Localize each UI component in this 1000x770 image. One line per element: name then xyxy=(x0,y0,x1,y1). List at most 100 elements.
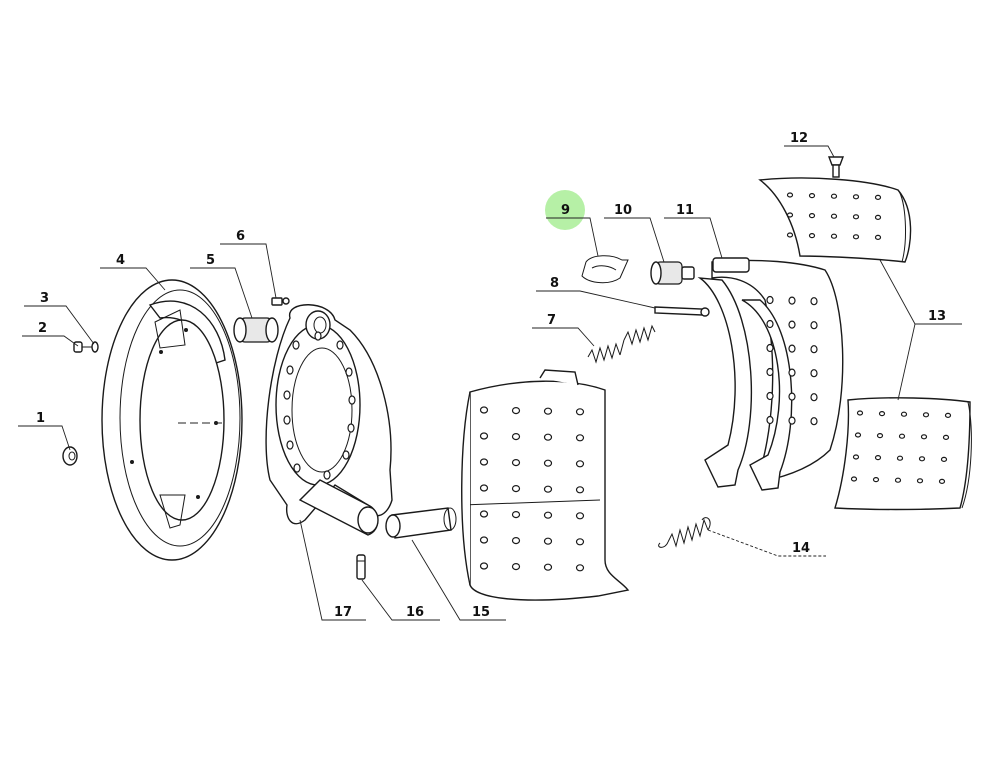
part-16-pin[interactable] xyxy=(356,554,366,580)
callout-10[interactable]: 10 xyxy=(614,203,632,218)
rivet-hole xyxy=(856,410,864,416)
rivet-hole xyxy=(896,455,904,461)
rivet-hole xyxy=(511,433,521,441)
rivet-hole xyxy=(575,408,585,416)
rivet-hole xyxy=(894,477,902,483)
rivet-hole xyxy=(479,458,489,466)
rivet-hole xyxy=(854,432,862,438)
part-12-rivet[interactable] xyxy=(827,156,845,178)
rivet-hole xyxy=(543,485,553,493)
rivet-hole xyxy=(808,233,816,239)
part-9-retainer-clip[interactable] xyxy=(581,255,629,284)
rivet-hole xyxy=(543,563,553,571)
callout-1[interactable]: 1 xyxy=(36,411,45,426)
rivet-hole xyxy=(874,455,882,461)
lining-rivet-holes xyxy=(479,406,585,572)
part-4-dust-shield[interactable] xyxy=(101,279,243,561)
rivet-hole xyxy=(878,411,886,417)
rivet-hole xyxy=(876,433,884,439)
rivet-hole xyxy=(575,460,585,468)
part-13-lining-upper[interactable] xyxy=(758,177,912,263)
rivet-hole xyxy=(543,459,553,467)
part-13-lining-lower[interactable] xyxy=(834,397,972,511)
rivet-hole xyxy=(786,192,794,198)
callout-11[interactable]: 11 xyxy=(676,203,694,218)
rivet-hole xyxy=(916,478,924,484)
rivet-hole xyxy=(810,393,818,402)
rivet-hole xyxy=(479,536,489,544)
callout-15[interactable]: 15 xyxy=(472,605,490,620)
rivet-hole xyxy=(479,406,489,414)
part-10-roller[interactable] xyxy=(650,261,695,285)
callout-4[interactable]: 4 xyxy=(116,253,125,268)
rivet-hole xyxy=(810,345,818,354)
rivet-hole xyxy=(788,416,796,425)
rivet-hole xyxy=(830,233,838,239)
rivet-hole xyxy=(788,368,796,377)
part-6-grease-nipple[interactable] xyxy=(271,297,290,306)
rivet-hole xyxy=(786,232,794,238)
callout-12[interactable]: 12 xyxy=(790,131,808,146)
callout-17[interactable]: 17 xyxy=(334,605,352,620)
rivet-hole xyxy=(852,454,860,460)
callout-7[interactable]: 7 xyxy=(547,313,556,328)
part-2-bolt[interactable] xyxy=(73,341,94,353)
rivet-hole xyxy=(543,537,553,545)
rivet-hole xyxy=(874,214,882,220)
rivet-hole xyxy=(788,392,796,401)
rivet-hole xyxy=(511,510,521,519)
rivet-hole xyxy=(511,407,521,415)
rivet-hole xyxy=(766,343,774,353)
rivet-hole xyxy=(830,213,838,219)
lining-holes-upper xyxy=(786,192,882,240)
rivet-hole xyxy=(543,433,553,441)
rivet-hole xyxy=(810,297,818,306)
part-15-anchor-pin[interactable] xyxy=(385,507,457,539)
part-3-washer[interactable] xyxy=(91,341,99,353)
callout-6[interactable]: 6 xyxy=(236,229,245,244)
part-8-roller-pin[interactable] xyxy=(654,306,710,317)
rivet-hole xyxy=(479,510,489,518)
brake-shoe-front[interactable] xyxy=(461,369,630,601)
rivet-hole xyxy=(850,476,858,482)
rivet-hole xyxy=(874,234,882,240)
rivet-hole xyxy=(852,194,860,200)
leader-lines xyxy=(18,145,962,621)
part-7-return-spring[interactable] xyxy=(587,324,656,364)
rivet-hole xyxy=(575,564,585,572)
part-5-bushing[interactable] xyxy=(233,317,279,343)
part-17-spider-bracket[interactable] xyxy=(265,304,393,536)
shoe-rivet-holes xyxy=(766,295,818,426)
rivet-hole xyxy=(808,193,816,199)
rivet-hole xyxy=(940,456,948,462)
callout-5[interactable]: 5 xyxy=(206,253,215,268)
callout-2[interactable]: 2 xyxy=(38,321,47,336)
callout-8[interactable]: 8 xyxy=(550,276,559,291)
callout-16[interactable]: 16 xyxy=(406,605,424,620)
callout-3[interactable]: 3 xyxy=(40,291,49,306)
rivet-hole xyxy=(479,562,489,570)
rivet-hole xyxy=(898,433,906,439)
callout-14[interactable]: 14 xyxy=(792,541,810,556)
rivet-hole xyxy=(543,511,553,519)
rivet-hole xyxy=(810,321,818,330)
rivet-hole xyxy=(766,295,774,305)
rivet-hole xyxy=(920,434,928,440)
rivet-hole xyxy=(766,391,774,401)
callout-13[interactable]: 13 xyxy=(928,309,946,324)
rivet-hole xyxy=(511,536,521,545)
part-11-brake-shoe[interactable] xyxy=(697,257,844,491)
rivet-hole xyxy=(900,411,908,417)
rivet-hole xyxy=(918,456,926,462)
rivet-hole xyxy=(511,562,521,571)
rivet-hole xyxy=(788,344,796,353)
rivet-hole xyxy=(808,213,816,219)
rivet-hole xyxy=(766,319,774,329)
rivet-hole xyxy=(479,484,489,492)
rivet-hole xyxy=(788,320,796,329)
rivet-hole xyxy=(874,194,882,200)
part-14-return-spring[interactable] xyxy=(658,517,711,548)
callout-9[interactable]: 9 xyxy=(561,203,570,218)
part-1-nut[interactable] xyxy=(62,446,78,466)
